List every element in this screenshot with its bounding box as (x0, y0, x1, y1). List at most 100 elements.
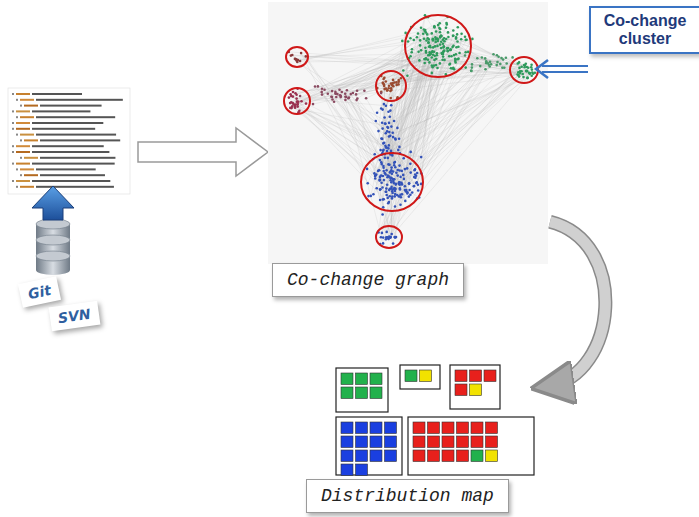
graph-vertex (438, 22, 441, 25)
graph-vertex (381, 121, 384, 124)
graph-vertex (495, 64, 498, 67)
graph-link (380, 190, 391, 238)
graph-vertex (479, 65, 482, 68)
graph-vertex (355, 93, 358, 96)
graph-vertex (388, 85, 391, 88)
graph-vertex (424, 58, 427, 61)
graph-vertex (372, 193, 375, 196)
graph-vertex (416, 172, 419, 175)
graph-vertex (344, 99, 347, 102)
graph-vertex (443, 49, 446, 52)
graph-vertex (381, 186, 384, 189)
graph-vertex (457, 57, 460, 60)
graph-vertex (439, 28, 442, 31)
graph-vertex (448, 63, 451, 66)
graph-vertex (399, 194, 402, 197)
graph-vertex (338, 88, 341, 91)
log-hash (16, 110, 30, 112)
graph-vertex (366, 182, 369, 185)
graph-vertex (346, 89, 349, 92)
graph-link (391, 127, 407, 193)
graph-vertex (518, 67, 521, 70)
graph-vertex (526, 77, 529, 80)
graph-vertex (300, 100, 303, 103)
graph-vertex (448, 55, 451, 58)
graph-vertex (403, 178, 406, 181)
log-hash (16, 128, 30, 130)
graph-vertex (497, 55, 500, 58)
graph-vertex (390, 89, 393, 92)
graph-vertex (424, 46, 427, 49)
graph-vertex (526, 70, 529, 73)
graph-vertex (464, 51, 467, 54)
graph-vertex (419, 44, 422, 47)
graph-vertex (404, 185, 407, 188)
graph-vertex (534, 72, 537, 75)
graph-vertex (408, 182, 411, 185)
log-bullet (20, 157, 22, 159)
graph-link (486, 61, 529, 73)
graph-vertex (386, 176, 389, 179)
class-square (442, 422, 454, 434)
graph-vertex (408, 195, 411, 198)
graph-vertex (397, 80, 400, 83)
graph-vertex (386, 126, 389, 129)
graph-link (388, 71, 526, 158)
class-square (471, 450, 483, 462)
graph-vertex (375, 120, 378, 123)
graph-vertex (442, 53, 445, 56)
graph-vertex (392, 79, 395, 82)
graph-vertex (407, 40, 410, 43)
graph-vertex (516, 73, 519, 76)
log-bullet (12, 122, 14, 124)
class-square (413, 422, 425, 434)
graph-vertex (452, 34, 455, 37)
graph-vertex (484, 57, 487, 60)
graph-vertex (391, 197, 394, 200)
graph-vertex (426, 33, 429, 36)
graph-vertex (391, 192, 394, 195)
graph-vertex (471, 63, 474, 66)
graph-vertex (385, 194, 388, 197)
graph-vertex (294, 103, 297, 106)
graph-vertex (398, 181, 401, 184)
graph-link (411, 48, 448, 56)
graph-link (391, 78, 528, 237)
log-message (36, 116, 115, 118)
graph-vertex (465, 39, 468, 42)
log-bullet (20, 139, 22, 141)
graph-vertex (383, 179, 386, 182)
graph-vertex (290, 95, 293, 98)
class-square (420, 370, 432, 382)
class-square (356, 387, 368, 399)
graph-vertex (529, 72, 532, 75)
graph-vertex (446, 50, 449, 53)
graph-vertex (423, 62, 426, 65)
graph-vertex (339, 94, 342, 97)
graph-vertex (531, 71, 534, 74)
graph-vertex (398, 181, 401, 184)
graph-vertex (401, 170, 404, 173)
log-hash (16, 163, 30, 165)
graph-vertex (296, 105, 299, 108)
graph-vertex (439, 43, 442, 46)
graph-vertex (390, 82, 393, 85)
graph-link (357, 59, 458, 91)
graph-vertex (373, 153, 376, 156)
graph-vertex (434, 36, 437, 39)
class-square (442, 450, 454, 462)
graph-vertex (413, 176, 416, 179)
graph-vertex (387, 163, 390, 166)
graph-vertex (435, 30, 438, 33)
graph-link (389, 24, 447, 202)
commit-log (8, 88, 130, 194)
class-square (486, 450, 498, 462)
graph-vertex (323, 89, 326, 92)
graph-vertex (443, 40, 446, 43)
graph-vertex (288, 96, 291, 99)
graph-link (297, 102, 384, 158)
graph-vertex (379, 149, 382, 152)
graph-vertex (383, 141, 386, 144)
class-square (484, 370, 496, 382)
